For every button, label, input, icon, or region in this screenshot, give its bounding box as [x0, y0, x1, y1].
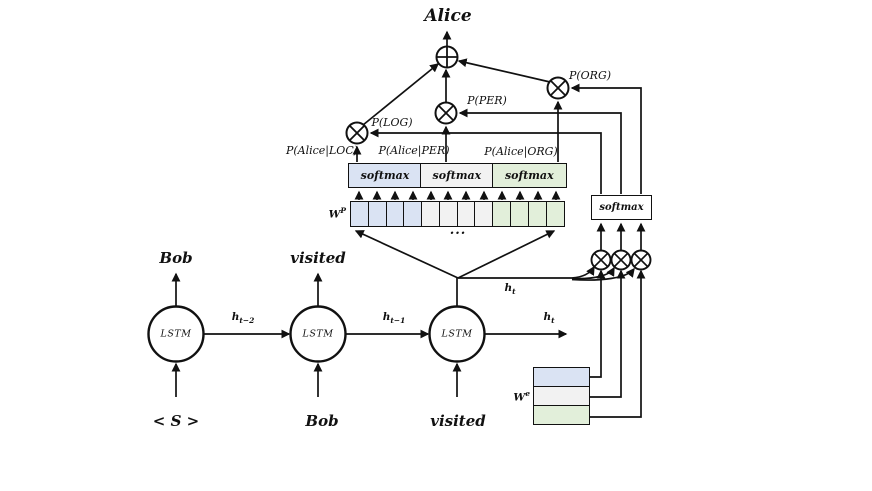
wp-cell-green	[510, 201, 530, 227]
input-word-2: Bob	[305, 412, 339, 430]
softmax-loc-label: softmax	[360, 169, 410, 182]
wp-cell-green	[545, 201, 565, 227]
edge-we1-to-mul1	[590, 269, 606, 378]
multiply-node-type2	[610, 249, 632, 271]
conditional-org-label: P(Alice|ORG)	[484, 145, 558, 158]
softmax-org-box: softmax	[491, 163, 567, 188]
wp-cell-gray	[474, 201, 494, 227]
gate-org-label: P(ORG)	[568, 69, 612, 82]
edge-we2-to-mul2	[590, 269, 626, 398]
edges-wp-to-softmax	[354, 190, 561, 200]
multiply-node-org	[546, 76, 570, 100]
conditional-loc-label: P(Alice|LOC)	[285, 144, 359, 157]
lstm2-label: LSTM	[302, 328, 334, 340]
gate-per-label: P(PER)	[467, 94, 507, 107]
we-row-gray	[533, 385, 590, 407]
lstm1-label: LSTM	[160, 328, 192, 340]
ht-branch-label: ht	[504, 282, 516, 297]
edge-junction-ht-branch	[458, 265, 635, 281]
conditional-per-label: P(Alice|PER)	[378, 144, 450, 157]
we-row-blue	[533, 367, 590, 388]
edge-org-to-sum	[457, 58, 551, 83]
wp-cell-green	[492, 201, 512, 227]
input-word-1: < S >	[152, 412, 200, 430]
lstm-node-1	[147, 305, 205, 363]
softmax-type-box: softmax	[591, 195, 652, 220]
softmax-per-label: softmax	[432, 169, 482, 182]
output-word-1: Bob	[159, 249, 193, 267]
lstm3-label: LSTM	[441, 328, 473, 340]
wp-cell-row	[350, 201, 565, 227]
we-matrix-label: We	[513, 389, 530, 404]
multiply-node-log	[345, 121, 369, 145]
edge-log-to-sum	[362, 63, 440, 126]
output-word-2: visited	[290, 249, 346, 267]
ellipsis-label: ...	[449, 223, 467, 238]
wp-matrix-label: WP	[328, 206, 346, 221]
ht-out-label: ht	[543, 311, 555, 326]
edge-junction-to-wp-right	[457, 230, 556, 279]
softmax-per-box: softmax	[420, 163, 494, 188]
lstm-node-2	[289, 305, 347, 363]
wp-cell-blue	[350, 201, 370, 227]
h-t2-label: ht−2	[231, 311, 255, 326]
edge-gate-per	[458, 108, 622, 194]
we-row-green	[533, 404, 590, 426]
we-stack	[533, 367, 590, 426]
edge-junction-to-wp-left	[354, 230, 459, 279]
sum-node	[435, 45, 459, 69]
wp-cell-blue	[403, 201, 423, 227]
wp-cell-blue	[385, 201, 405, 227]
multiply-node-type1	[590, 249, 612, 271]
predicted-word-label: Alice	[424, 6, 472, 26]
h-t1-label: ht−1	[382, 311, 406, 326]
lstm-node-3	[428, 305, 486, 363]
softmax-org-label: softmax	[504, 169, 554, 182]
wp-cell-gray	[421, 201, 441, 227]
multiply-node-type3	[630, 249, 652, 271]
edge-gate-org	[570, 83, 642, 194]
multiply-node-per	[434, 101, 458, 125]
input-word-3: visited	[430, 412, 486, 430]
softmax-loc-box: softmax	[348, 163, 422, 188]
edge-we3-to-mul3	[590, 269, 646, 418]
wp-cell-green	[527, 201, 548, 227]
softmax-type-label: softmax	[599, 202, 644, 213]
gate-log-label: P(LOG)	[371, 116, 413, 129]
wp-cell-blue	[367, 201, 388, 227]
